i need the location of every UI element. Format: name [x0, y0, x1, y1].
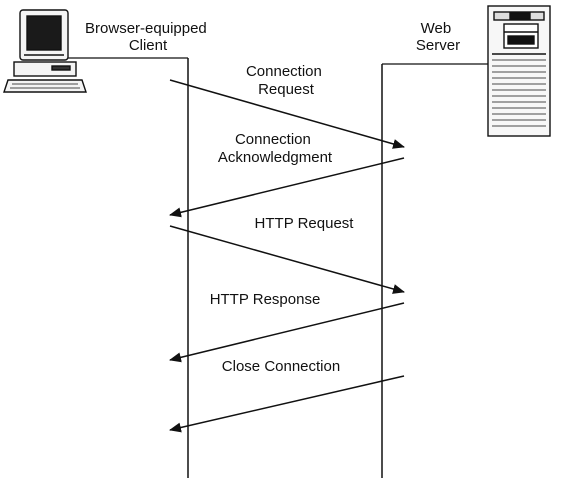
- message-label-close-connection: Close Connection: [222, 358, 340, 375]
- server-label: Web Server: [416, 20, 460, 54]
- message-arrow-http-request: [169, 225, 405, 294]
- message-arrow-close-connection: [169, 375, 405, 433]
- message-label-connection-request: Connection Request: [246, 63, 326, 98]
- desktop-computer-icon: [3, 9, 87, 93]
- message-arrow-http-response: [169, 302, 405, 363]
- message-arrow-connection-acknowledgment: [169, 157, 405, 218]
- message-label-http-request: HTTP Request: [255, 215, 355, 232]
- message-label-http-response: HTTP Response: [210, 291, 321, 308]
- message-arrow-connection-request: [169, 79, 405, 149]
- tower-server-icon: [487, 5, 551, 137]
- client-label: Browser-equipped Client: [85, 20, 211, 54]
- message-label-connection-acknowledgment: Connection Acknowledgment: [218, 131, 333, 166]
